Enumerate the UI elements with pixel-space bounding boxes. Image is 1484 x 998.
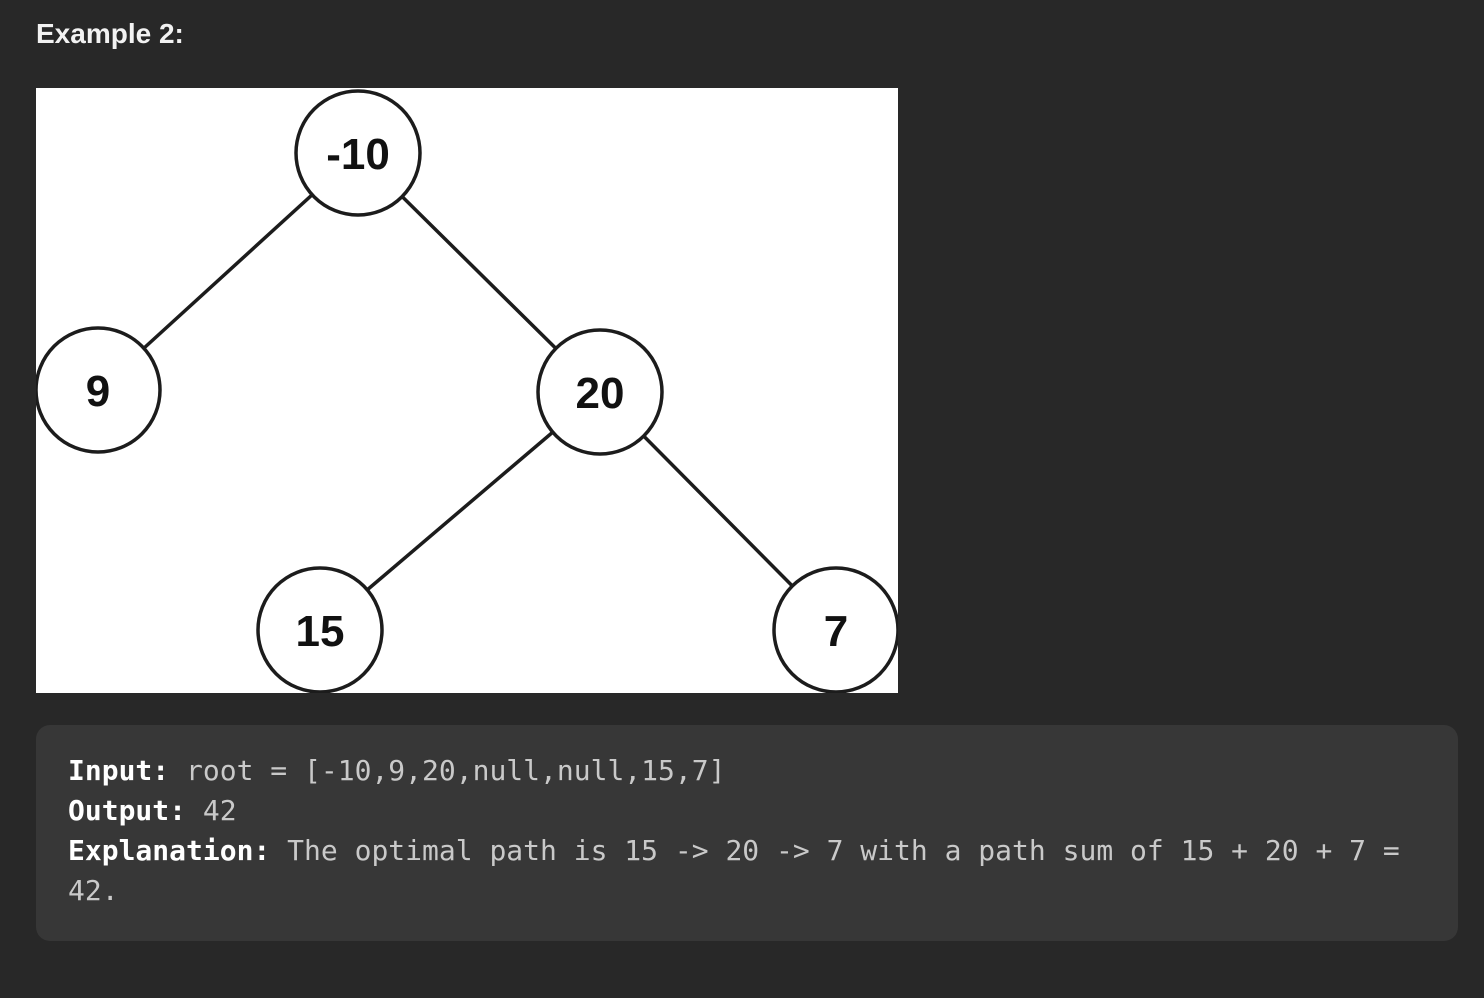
tree-node-value: -10	[326, 130, 390, 179]
tree-node-value: 20	[576, 369, 625, 418]
tree-node-value: 9	[86, 367, 110, 416]
tree-node-circle	[294, 89, 422, 217]
binary-tree-svg: -10 9 20 15 7	[36, 89, 898, 693]
tree-node-circle	[772, 566, 898, 693]
output-line: Output: 42	[68, 791, 1426, 831]
input-value: root = [-10,9,20,null,null,15,7]	[186, 754, 726, 787]
output-label: Output:	[68, 794, 187, 827]
input-line: Input: root = [-10,9,20,null,null,15,7]	[68, 751, 1426, 791]
tree-node-value: 7	[824, 607, 848, 656]
binary-tree-figure: -10 9 20 15 7	[36, 88, 898, 693]
tree-node-circle	[256, 566, 384, 693]
input-label: Input:	[68, 754, 170, 787]
tree-node-circle	[536, 328, 664, 456]
example-title: Example 2:	[36, 18, 184, 49]
tree-node-value: 15	[296, 607, 345, 656]
explanation-value: The optimal path is 15 -> 20 -> 7 with a…	[68, 834, 1400, 907]
problem-example-section: Example 2: -10 9 20 15 7 Input: root = [-10,…	[0, 18, 1484, 998]
example-io-block: Input: root = [-10,9,20,null,null,15,7] …	[36, 725, 1458, 941]
explanation-line: Explanation: The optimal path is 15 -> 2…	[68, 831, 1426, 911]
tree-node-circle	[36, 326, 162, 454]
output-value: 42	[202, 794, 237, 827]
explanation-label: Explanation:	[68, 834, 271, 867]
